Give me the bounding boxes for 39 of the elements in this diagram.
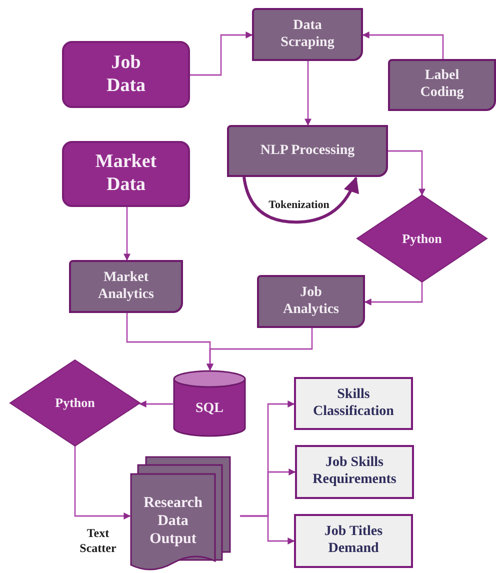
source-box [62, 41, 190, 108]
node-text: Job Analytics [282, 284, 340, 318]
output-box [294, 514, 413, 568]
node-text: Market Data [94, 151, 158, 197]
arrow [240, 515, 295, 544]
node-text: Market Analytics [97, 270, 155, 304]
arrow [364, 282, 423, 306]
node-text: Skills Classification [312, 386, 395, 420]
process-box [252, 8, 363, 61]
decision-diamond [357, 195, 487, 282]
arrow [388, 150, 426, 196]
node-text: Label Coding [419, 68, 465, 102]
arrow [74, 446, 131, 520]
process-box [257, 275, 365, 328]
process-box [69, 260, 183, 313]
node-text: Job Skills Requirements [312, 455, 398, 489]
output-box [295, 445, 414, 499]
node-text: Python [55, 395, 95, 411]
arrow [124, 207, 130, 261]
process-box [227, 125, 388, 177]
arrow [190, 32, 253, 76]
loop-arrow [242, 176, 358, 224]
node-text: Data Scraping [280, 18, 336, 52]
arrow [139, 400, 173, 408]
source-box [62, 141, 190, 207]
node-text: Python [402, 230, 442, 246]
node-text: Research Data Output [142, 494, 204, 548]
node-text: NLP Processing [260, 142, 355, 160]
edge-label: Tokenization [268, 199, 330, 213]
arrow [362, 32, 444, 59]
node-text: Job Data [105, 52, 147, 98]
arrow [304, 61, 312, 126]
database-cylinder [173, 370, 246, 437]
node-text: SQL [195, 401, 224, 418]
arrow [206, 328, 313, 371]
node-text: Job Titles Demand [323, 524, 384, 558]
process-box [388, 59, 496, 111]
output-box [294, 377, 413, 430]
decision-diamond [10, 360, 140, 446]
